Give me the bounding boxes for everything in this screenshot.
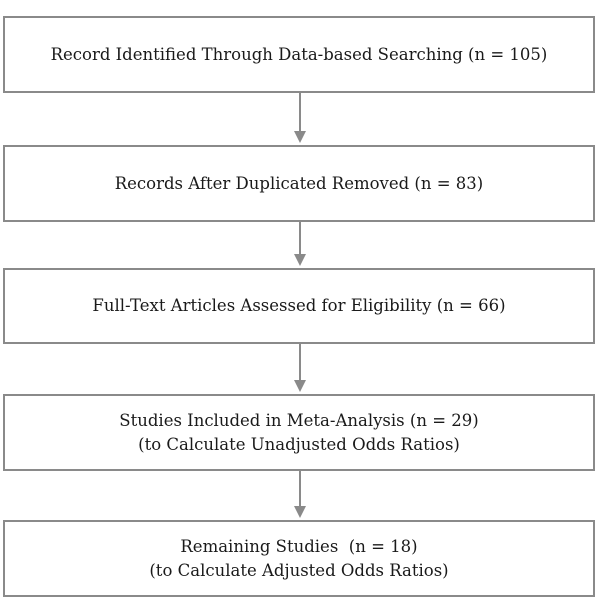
step-box-remaining-studies: Remaining Studies (n = 18) (to Calculate… <box>3 520 595 597</box>
step-subtext: (to Calculate Adjusted Odds Ratios) <box>149 560 449 580</box>
step-text: Records After Duplicated Removed (n = 83… <box>114 173 484 193</box>
flow-arrow-icon <box>291 93 309 145</box>
step-box-after-duplicates-removed: Records After Duplicated Removed (n = 83… <box>3 145 595 222</box>
step-text: Remaining Studies (n = 18) <box>180 536 418 556</box>
step-box-full-text-assessed: Full-Text Articles Assessed for Eligibil… <box>3 268 595 344</box>
flow-arrow-icon <box>291 222 309 268</box>
flow-arrow-icon <box>291 471 309 520</box>
step-text: Full-Text Articles Assessed for Eligibil… <box>92 296 506 315</box>
step-box-records-identified: Record Identified Through Data-based Sea… <box>3 16 595 93</box>
step-subtext: (to Calculate Unadjusted Odds Ratios) <box>138 434 460 454</box>
step-box-studies-included: Studies Included in Meta-Analysis (n = 2… <box>3 394 595 471</box>
flow-arrow-icon <box>291 344 309 394</box>
step-text: Studies Included in Meta-Analysis (n = 2… <box>119 410 479 430</box>
step-text: Record Identified Through Data-based Sea… <box>50 44 548 64</box>
